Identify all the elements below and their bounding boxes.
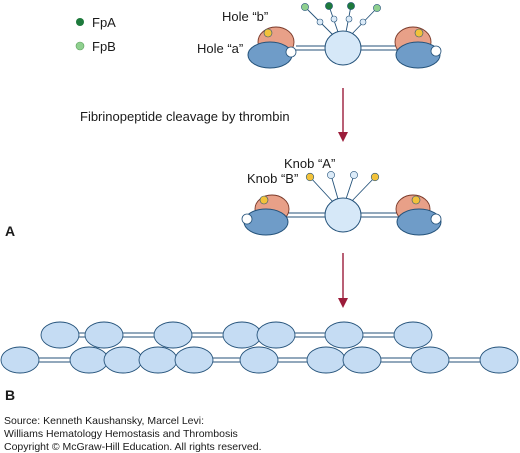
fibrin-domain [153, 321, 193, 349]
fpb-dot [301, 3, 309, 11]
fibrin-domain [69, 346, 109, 374]
panel-a-label: A [5, 223, 15, 239]
hole-a-socket [285, 46, 297, 58]
knob-yellow [259, 195, 269, 205]
fibrin-domain [222, 321, 262, 349]
knob-stem [345, 174, 355, 200]
fibrin-domain [40, 321, 80, 349]
e-domain [324, 30, 362, 66]
source-line-2: Williams Hematology Hemostasis and Throm… [4, 428, 238, 440]
fibrin-domain [239, 346, 279, 374]
fibrin-domain [324, 321, 364, 349]
panel-b-label: B [5, 387, 15, 403]
stem-tip [316, 18, 324, 26]
knob-stem [309, 176, 335, 204]
stem-tip [345, 15, 353, 23]
fibrin-monomer [241, 171, 442, 236]
stem-tip [330, 15, 338, 23]
e-domain [324, 197, 362, 233]
fibrin-domain [174, 346, 214, 374]
knob-a [350, 171, 358, 179]
hole-b-label: Hole “b” [222, 9, 268, 24]
knob-b [305, 172, 315, 182]
source-line-3: Copyright © McGraw-Hill Education. All r… [4, 441, 262, 453]
fibrin-domain [138, 346, 178, 374]
fibrin-domain [0, 346, 40, 374]
fibrin-domain [479, 346, 519, 374]
protofibril-upper [40, 321, 433, 349]
fibrinogen-molecule [247, 2, 442, 69]
arrow-cleavage [338, 88, 348, 142]
hole-a-socket [241, 213, 253, 225]
fpb-dot [373, 4, 381, 12]
knob-stem [349, 176, 376, 204]
fpa-dot [347, 2, 355, 10]
legend: FpA FpB [75, 15, 116, 54]
knob-yellow [263, 28, 273, 38]
knob-yellow [411, 195, 421, 205]
d-domain-left [247, 41, 293, 69]
d-domain-right [395, 41, 441, 69]
fpa-legend-label: FpA [92, 15, 116, 30]
cleavage-label: Fibrinopeptide cleavage by thrombin [80, 109, 290, 124]
fibrin-domain [84, 321, 124, 349]
protofibril-lower [0, 346, 519, 374]
fibrin-domain [306, 346, 346, 374]
fpb-legend-dot [75, 41, 85, 51]
knob-a [327, 171, 335, 179]
knob-yellow [414, 28, 424, 38]
hole-a-label: Hole “a” [197, 41, 243, 56]
source-line-1: Source: Kenneth Kaushansky, Marcel Levi: [4, 415, 204, 427]
fpb-legend-label: FpB [92, 39, 116, 54]
fpa-dot [325, 2, 333, 10]
fibrin-domain [393, 321, 433, 349]
knob-b-label: Knob “B” [247, 171, 298, 186]
fibrin-domain [256, 321, 296, 349]
d-domain-right [396, 208, 442, 236]
hole-a-socket [430, 213, 442, 225]
fpa-legend-dot [76, 18, 84, 26]
fibrin-domain [103, 346, 143, 374]
knob-a-label: Knob “A” [284, 156, 335, 171]
stem-tip [359, 18, 367, 26]
source-credit: Source: Kenneth Kaushansky, Marcel Levi:… [4, 415, 262, 453]
arrow-polymerization [338, 253, 348, 308]
fibrin-domain [342, 346, 382, 374]
knob-stem [330, 174, 339, 200]
hole-a-socket [430, 45, 442, 57]
fibrin-domain [410, 346, 450, 374]
knob-b [370, 172, 380, 182]
